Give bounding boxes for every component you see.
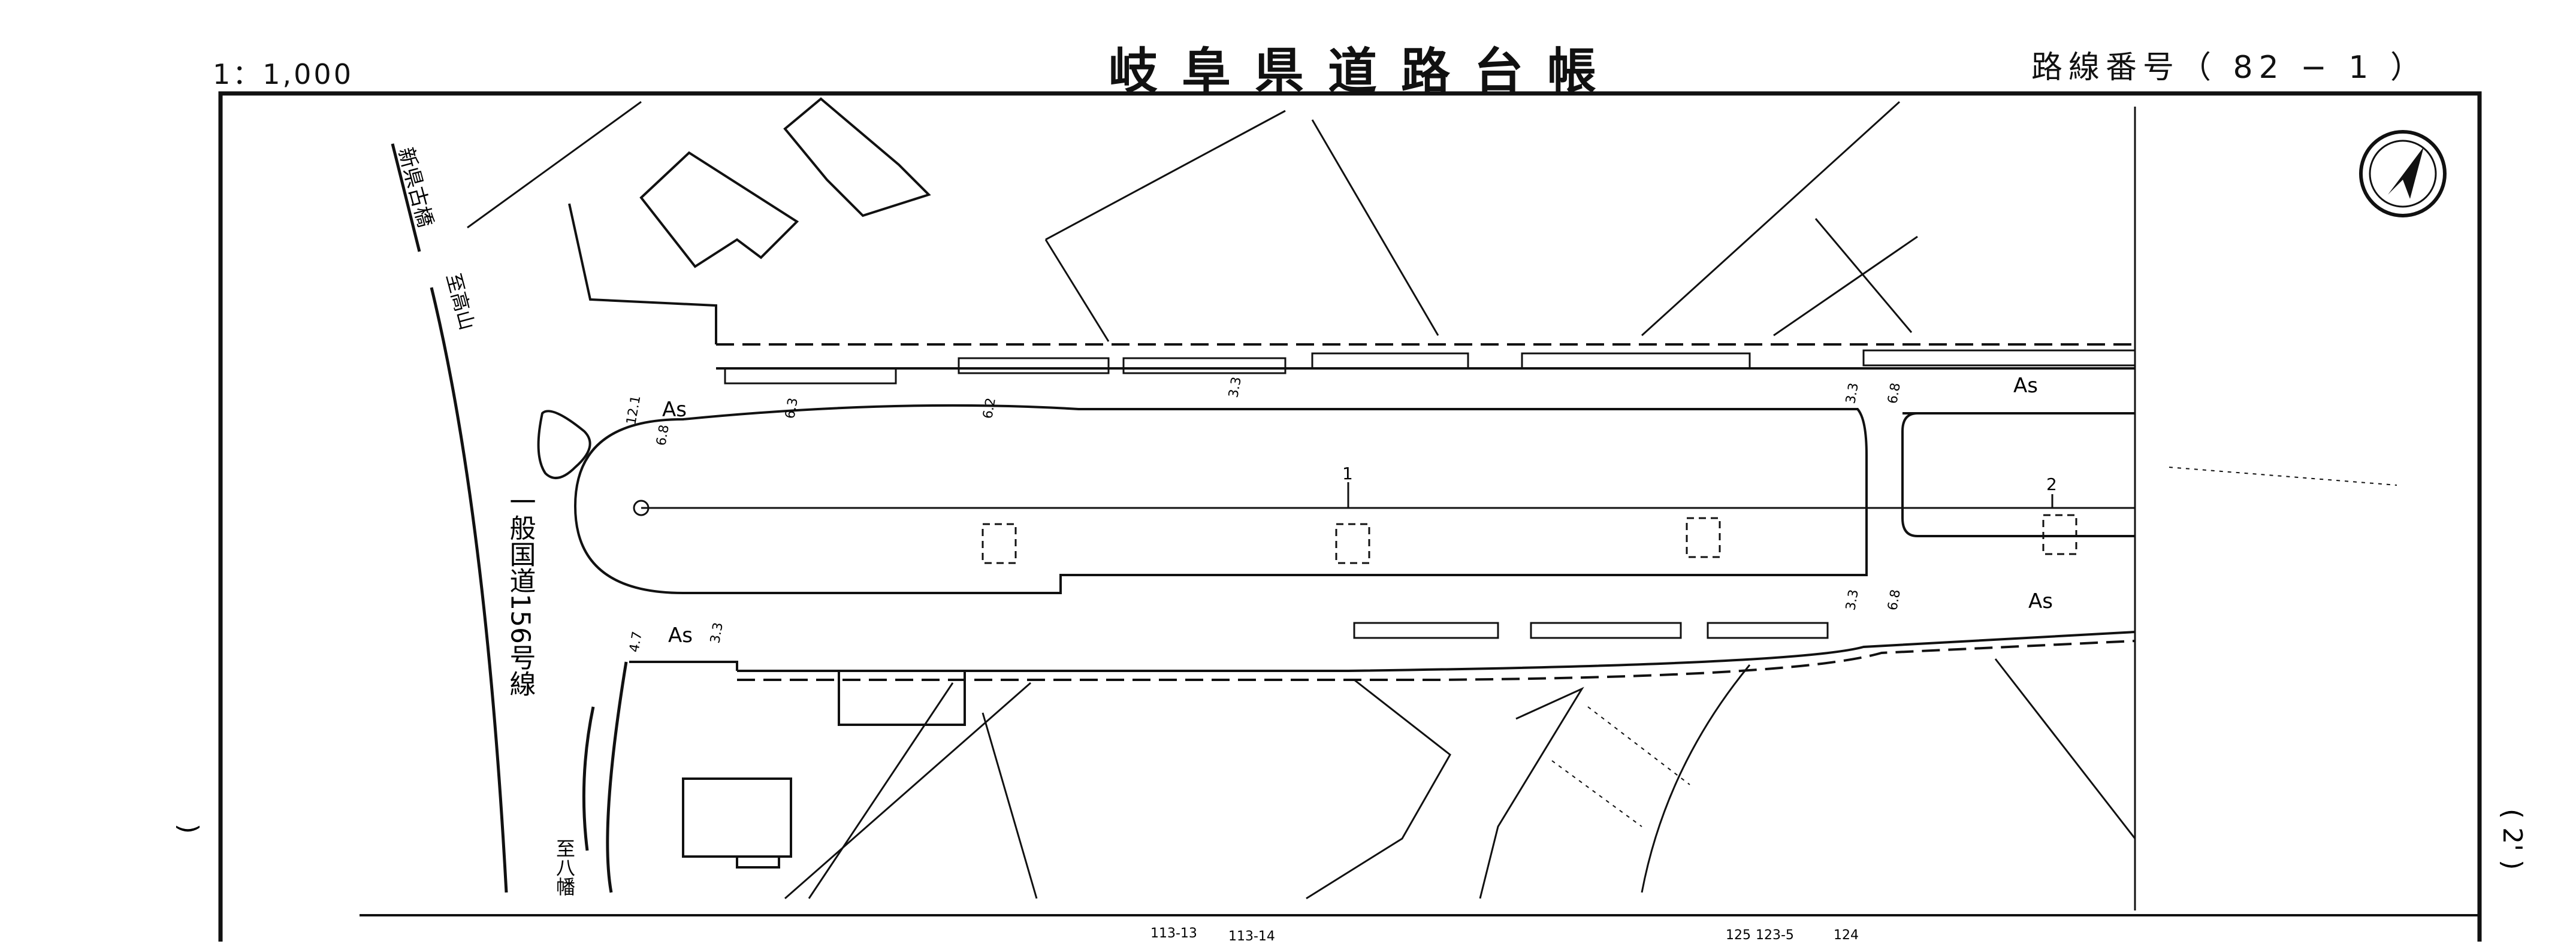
width-label: 4.7 [627,630,645,653]
width-label: 12.1 [624,394,644,426]
gutter-boxes [724,349,2136,639]
lot-number-label: 123-5 [1756,928,1794,942]
width-label: 3.3 [708,621,726,645]
map-scale: 1：1,000 [213,58,354,90]
width-label: 6.8 [1885,382,1904,405]
basin-markers [982,514,2077,564]
width-label: 3.3 [1843,588,1862,612]
asphalt-label: As [2028,589,2053,613]
lot-number-label: 113-14 [1228,929,1275,942]
width-label: 6.8 [654,423,672,447]
north-arrow-icon [2359,130,2447,217]
median-island-right [1901,412,2135,537]
width-label: 6.2 [980,397,999,420]
station-markers [1347,482,2053,508]
traffic-island [537,410,591,479]
lot-number-label: 125 [1726,928,1751,942]
median-island [573,404,1868,594]
sheet-link-right: ( 2' ) [2497,809,2527,870]
start-point-icon [633,500,650,516]
asphalt-label: As [668,624,693,648]
lot-boundaries [1551,467,2397,827]
station-label: 1 [1342,464,1353,483]
asphalt-label: As [662,398,687,422]
embankment-hatching [467,101,2136,900]
to-hachiman-label: 至八幡 [553,839,576,896]
width-label: 3.3 [1226,376,1245,399]
to-takayama-label: 至高山 [442,271,479,332]
national-road-label: 一般国道156号線 [505,488,536,697]
station-label: 2 [2046,474,2057,494]
width-label: 6.8 [1885,588,1904,612]
map-frame [218,91,2482,944]
route-number: 路線番号（ 82 − 1 ） [2031,50,2427,86]
width-label: 3.3 [1843,382,1862,405]
width-label: 6.3 [783,397,801,420]
lot-number-label: 124 [1834,928,1859,942]
sheet-link-left: ) [173,824,204,834]
buildings [639,97,966,869]
asphalt-label: As [2013,374,2038,398]
page-title: 岐阜県道路台帳 [1109,43,1621,100]
lot-number-label: 113-13 [1150,926,1197,941]
bridge-name-label: 新県古橋 [393,145,437,230]
national-road [391,143,628,893]
